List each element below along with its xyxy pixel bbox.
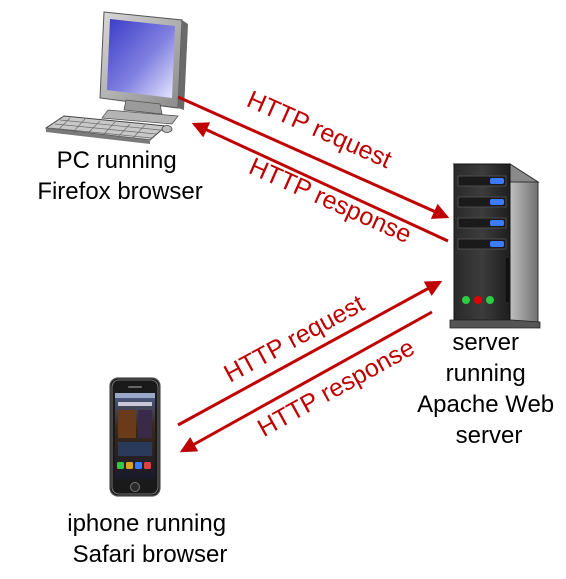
server-label-line-3: Apache Web xyxy=(417,391,554,418)
pc-label: PC running Firefox browser xyxy=(37,147,202,205)
pc-request-arrow xyxy=(177,95,450,219)
server-led-green xyxy=(486,296,494,304)
server-label: server running Apache Web server xyxy=(417,329,561,449)
server-label-line-2: running xyxy=(446,360,526,387)
iphone-response-arrow xyxy=(179,310,433,453)
server-label-line-4: server xyxy=(456,422,523,449)
server-led-red xyxy=(474,296,482,304)
iphone-label-line-2: Safari browser xyxy=(73,541,228,568)
smartphone-icon xyxy=(109,377,161,497)
pc-label-line-1: PC running xyxy=(57,147,177,174)
server-led-green xyxy=(462,296,470,304)
pc-response-arrow xyxy=(191,122,449,243)
server-label-line-1: server xyxy=(452,329,519,356)
iphone-label-line-1: iphone running xyxy=(67,510,226,537)
server-tower-icon xyxy=(449,163,541,329)
pc-label-line-2: Firefox browser xyxy=(37,178,202,205)
desktop-computer-icon xyxy=(44,11,188,144)
pc-response-label: HTTP response xyxy=(245,152,416,249)
iphone-request-arrow xyxy=(177,280,443,427)
server-drive-bays xyxy=(457,175,507,250)
iphone-label: iphone running Safari browser xyxy=(67,510,232,568)
